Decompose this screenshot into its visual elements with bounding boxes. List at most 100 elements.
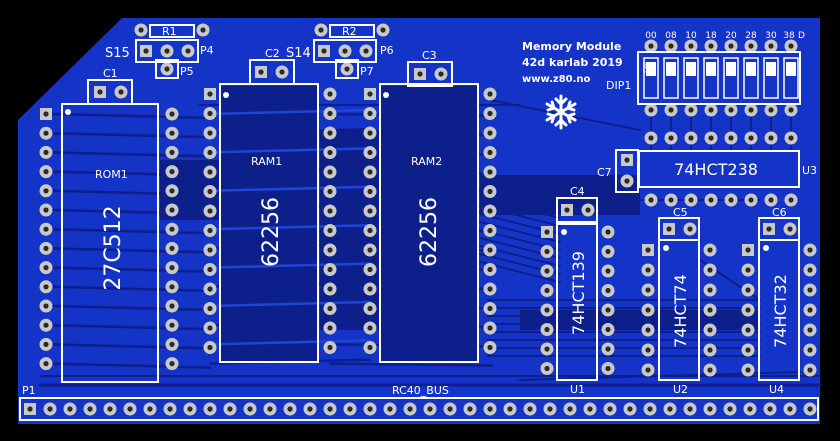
- pad-drill: [487, 247, 493, 253]
- pad-drill: [27, 406, 33, 412]
- pad-drill: [43, 149, 49, 155]
- pad-drill: [43, 188, 49, 194]
- pad-drill: [447, 406, 453, 412]
- dip-pos-0: 00: [645, 31, 657, 41]
- p1-outline: [19, 397, 819, 421]
- dip-end-label: D: [798, 31, 805, 41]
- copper-trace: [328, 362, 494, 367]
- pad-drill: [745, 327, 751, 333]
- pad-drill: [645, 247, 651, 253]
- pad-drill: [768, 197, 774, 203]
- pad-drill: [788, 135, 794, 141]
- copper-trace: [50, 266, 212, 273]
- pad-drill: [748, 107, 754, 113]
- pad-drill: [367, 305, 373, 312]
- label-c2: C2: [265, 47, 280, 60]
- p6-outline: [313, 39, 377, 63]
- pad-drill: [487, 110, 493, 117]
- pad-drill: [367, 188, 373, 195]
- dip-pos-4: 20: [725, 31, 737, 41]
- c3-outline: [407, 61, 453, 87]
- pad-drill: [544, 268, 550, 274]
- pad-drill: [666, 226, 672, 232]
- label-r2: R2: [342, 25, 357, 38]
- pad-drill: [807, 347, 813, 353]
- ram2-pin1-dot: [383, 92, 389, 98]
- pad-drill: [327, 188, 333, 195]
- pad-drill: [745, 347, 751, 353]
- dip-switch-toggle: [646, 62, 656, 76]
- dip-switch-labels: ON 00 08 10 18 20 28 30 38 D: [642, 31, 805, 73]
- copper-trace: [208, 185, 372, 193]
- pad-drill: [43, 245, 49, 251]
- pad-drill: [427, 406, 433, 412]
- pad-drill: [43, 226, 49, 232]
- pad-drill: [43, 361, 49, 367]
- pad-drill: [169, 149, 175, 155]
- pad-drill: [728, 197, 734, 203]
- pad-drill: [487, 344, 493, 351]
- label-u2: U2: [673, 383, 688, 396]
- pad-drill: [367, 208, 373, 214]
- copper-trace: [208, 300, 372, 308]
- copper-trace: [50, 247, 212, 254]
- c2-outline: [249, 59, 295, 85]
- chip-u2: 74HCT74: [671, 274, 690, 348]
- pad-drill: [745, 367, 751, 373]
- pad-drill: [487, 406, 493, 412]
- pad-drill: [687, 406, 693, 412]
- label-dip1: DIP1: [606, 79, 631, 92]
- pad-drill: [327, 130, 333, 136]
- r1-outline: [149, 24, 195, 38]
- pad-drill: [728, 107, 734, 113]
- pad-drill: [707, 327, 713, 333]
- pad-drill: [207, 208, 213, 214]
- chip-u3: 74HCT238: [674, 160, 758, 179]
- u1-pin1-dot: [561, 229, 567, 235]
- pin1-markers: [65, 92, 769, 251]
- chip-u1: 74HCT139: [569, 251, 588, 335]
- pad-drill: [169, 226, 175, 232]
- pad-drill: [745, 267, 751, 273]
- copper-trace: [328, 247, 494, 252]
- pad-drill: [47, 406, 53, 412]
- pad-drill: [707, 267, 713, 273]
- chip-u4: 74HCT32: [771, 274, 790, 348]
- pad-drill: [367, 227, 373, 234]
- pad-drill: [627, 406, 633, 412]
- pad-drill: [687, 226, 693, 232]
- pad-drill: [645, 347, 651, 353]
- copper-trace: [50, 151, 212, 158]
- pad-drill: [164, 48, 170, 54]
- pad-drill: [766, 226, 772, 232]
- pad-drill: [688, 197, 694, 203]
- label-rom1: ROM1: [95, 168, 128, 181]
- pad-drill: [185, 48, 191, 54]
- pad-drill: [605, 365, 611, 372]
- copper-trace: [208, 223, 372, 231]
- pad-drill: [363, 48, 369, 54]
- pad-drill: [207, 130, 213, 136]
- dip-switch-slot: [743, 57, 759, 99]
- pad-drill: [645, 327, 651, 333]
- pad-drill: [327, 305, 333, 312]
- pad-drill: [169, 207, 175, 213]
- pad-drill: [688, 135, 694, 141]
- copper-trace: [50, 227, 212, 235]
- pad-drill: [207, 286, 213, 292]
- pad-drill: [688, 107, 694, 113]
- label-p7: P7: [360, 65, 374, 78]
- pad-drill: [327, 286, 333, 292]
- pad-drill: [668, 107, 674, 113]
- pad-drill: [169, 284, 175, 290]
- pad-drill: [169, 341, 175, 347]
- pad-drill: [467, 406, 473, 412]
- pad-drill: [43, 207, 49, 213]
- pad-drill: [207, 188, 213, 195]
- pad-drill: [624, 157, 630, 163]
- dip-switch-toggle: [706, 62, 716, 76]
- label-c5: C5: [673, 206, 688, 219]
- pad-drill: [544, 287, 550, 294]
- pad-drill: [387, 406, 393, 412]
- pad-drill: [708, 135, 714, 141]
